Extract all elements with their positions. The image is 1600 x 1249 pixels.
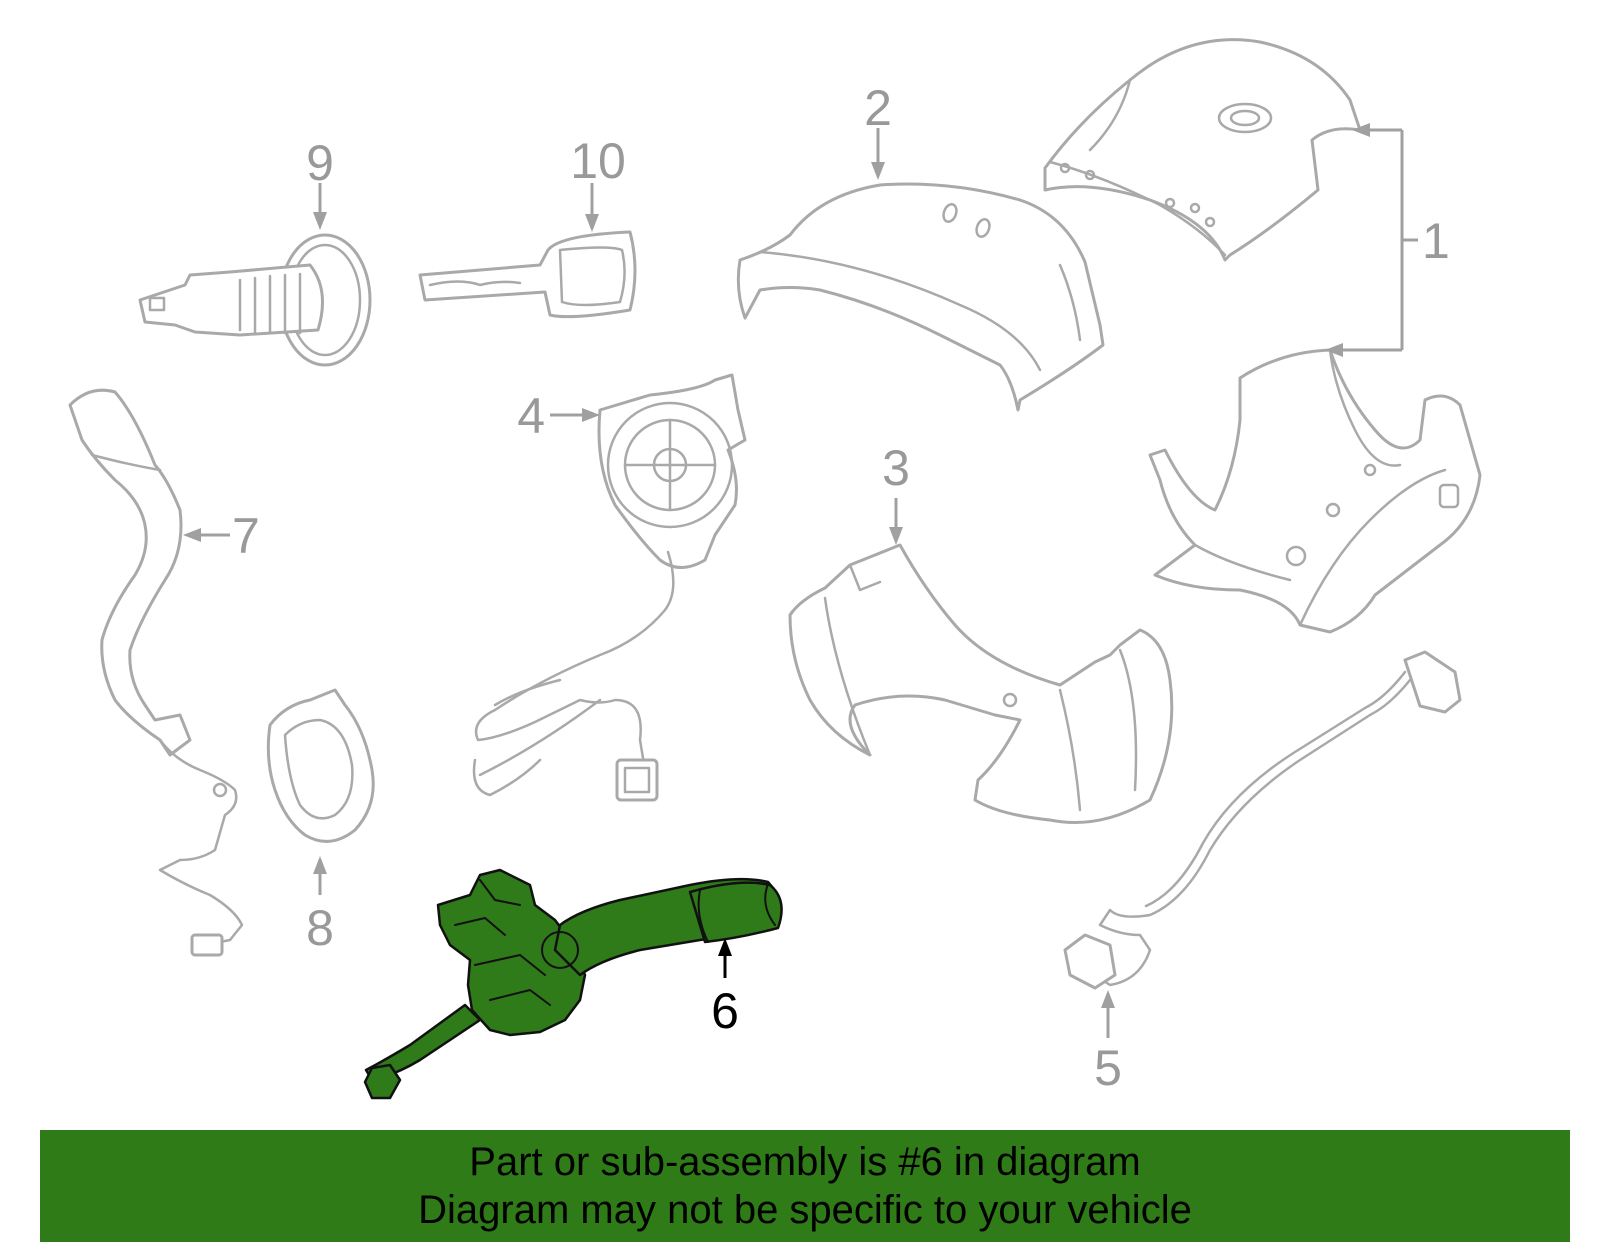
callout-label-3: 3 bbox=[882, 440, 910, 496]
callout-10: 10 bbox=[570, 133, 626, 232]
callout-label-6: 6 bbox=[711, 983, 739, 1039]
callout-9: 9 bbox=[306, 135, 334, 230]
callout-label-2: 2 bbox=[864, 80, 892, 136]
callout-2: 2 bbox=[864, 80, 892, 180]
info-banner: Part or sub-assembly is #6 in diagram Di… bbox=[40, 1130, 1570, 1242]
callout-label-10: 10 bbox=[570, 133, 626, 189]
callout-7: 7 bbox=[183, 508, 260, 564]
banner-line-1: Part or sub-assembly is #6 in diagram bbox=[469, 1140, 1141, 1184]
part-4-clock-spring[interactable] bbox=[472, 373, 747, 802]
callout-8: 8 bbox=[306, 856, 334, 956]
part-9-lock-cylinder[interactable] bbox=[138, 233, 372, 367]
part-2-upper-cover[interactable] bbox=[736, 182, 1105, 412]
callout-5: 5 bbox=[1094, 990, 1122, 1096]
part-8-bezel[interactable] bbox=[266, 688, 375, 843]
callout-label-5: 5 bbox=[1094, 1040, 1122, 1096]
callout-3: 3 bbox=[882, 440, 910, 545]
part-3-lower-cover[interactable] bbox=[788, 543, 1174, 824]
part-7-lever-switch[interactable] bbox=[68, 388, 244, 957]
part-1-column-covers[interactable] bbox=[1043, 38, 1482, 634]
callout-4: 4 bbox=[517, 388, 600, 444]
part-6-combination-switch[interactable] bbox=[363, 868, 783, 1100]
part-10-key[interactable] bbox=[418, 230, 637, 319]
callout-1: 1 bbox=[1325, 123, 1450, 357]
callout-6: 6 bbox=[711, 938, 739, 1039]
callout-label-7: 7 bbox=[232, 508, 260, 564]
parts-diagram: 1 2 3 4 5 6 7 8 9 bbox=[68, 38, 1482, 1100]
callout-label-1: 1 bbox=[1422, 213, 1450, 269]
banner-line-2: Diagram may not be specific to your vehi… bbox=[418, 1188, 1192, 1232]
callout-label-8: 8 bbox=[306, 900, 334, 956]
callout-label-9: 9 bbox=[306, 135, 334, 191]
part-5-wiring-harness[interactable] bbox=[1063, 650, 1462, 990]
callout-label-4: 4 bbox=[517, 388, 545, 444]
